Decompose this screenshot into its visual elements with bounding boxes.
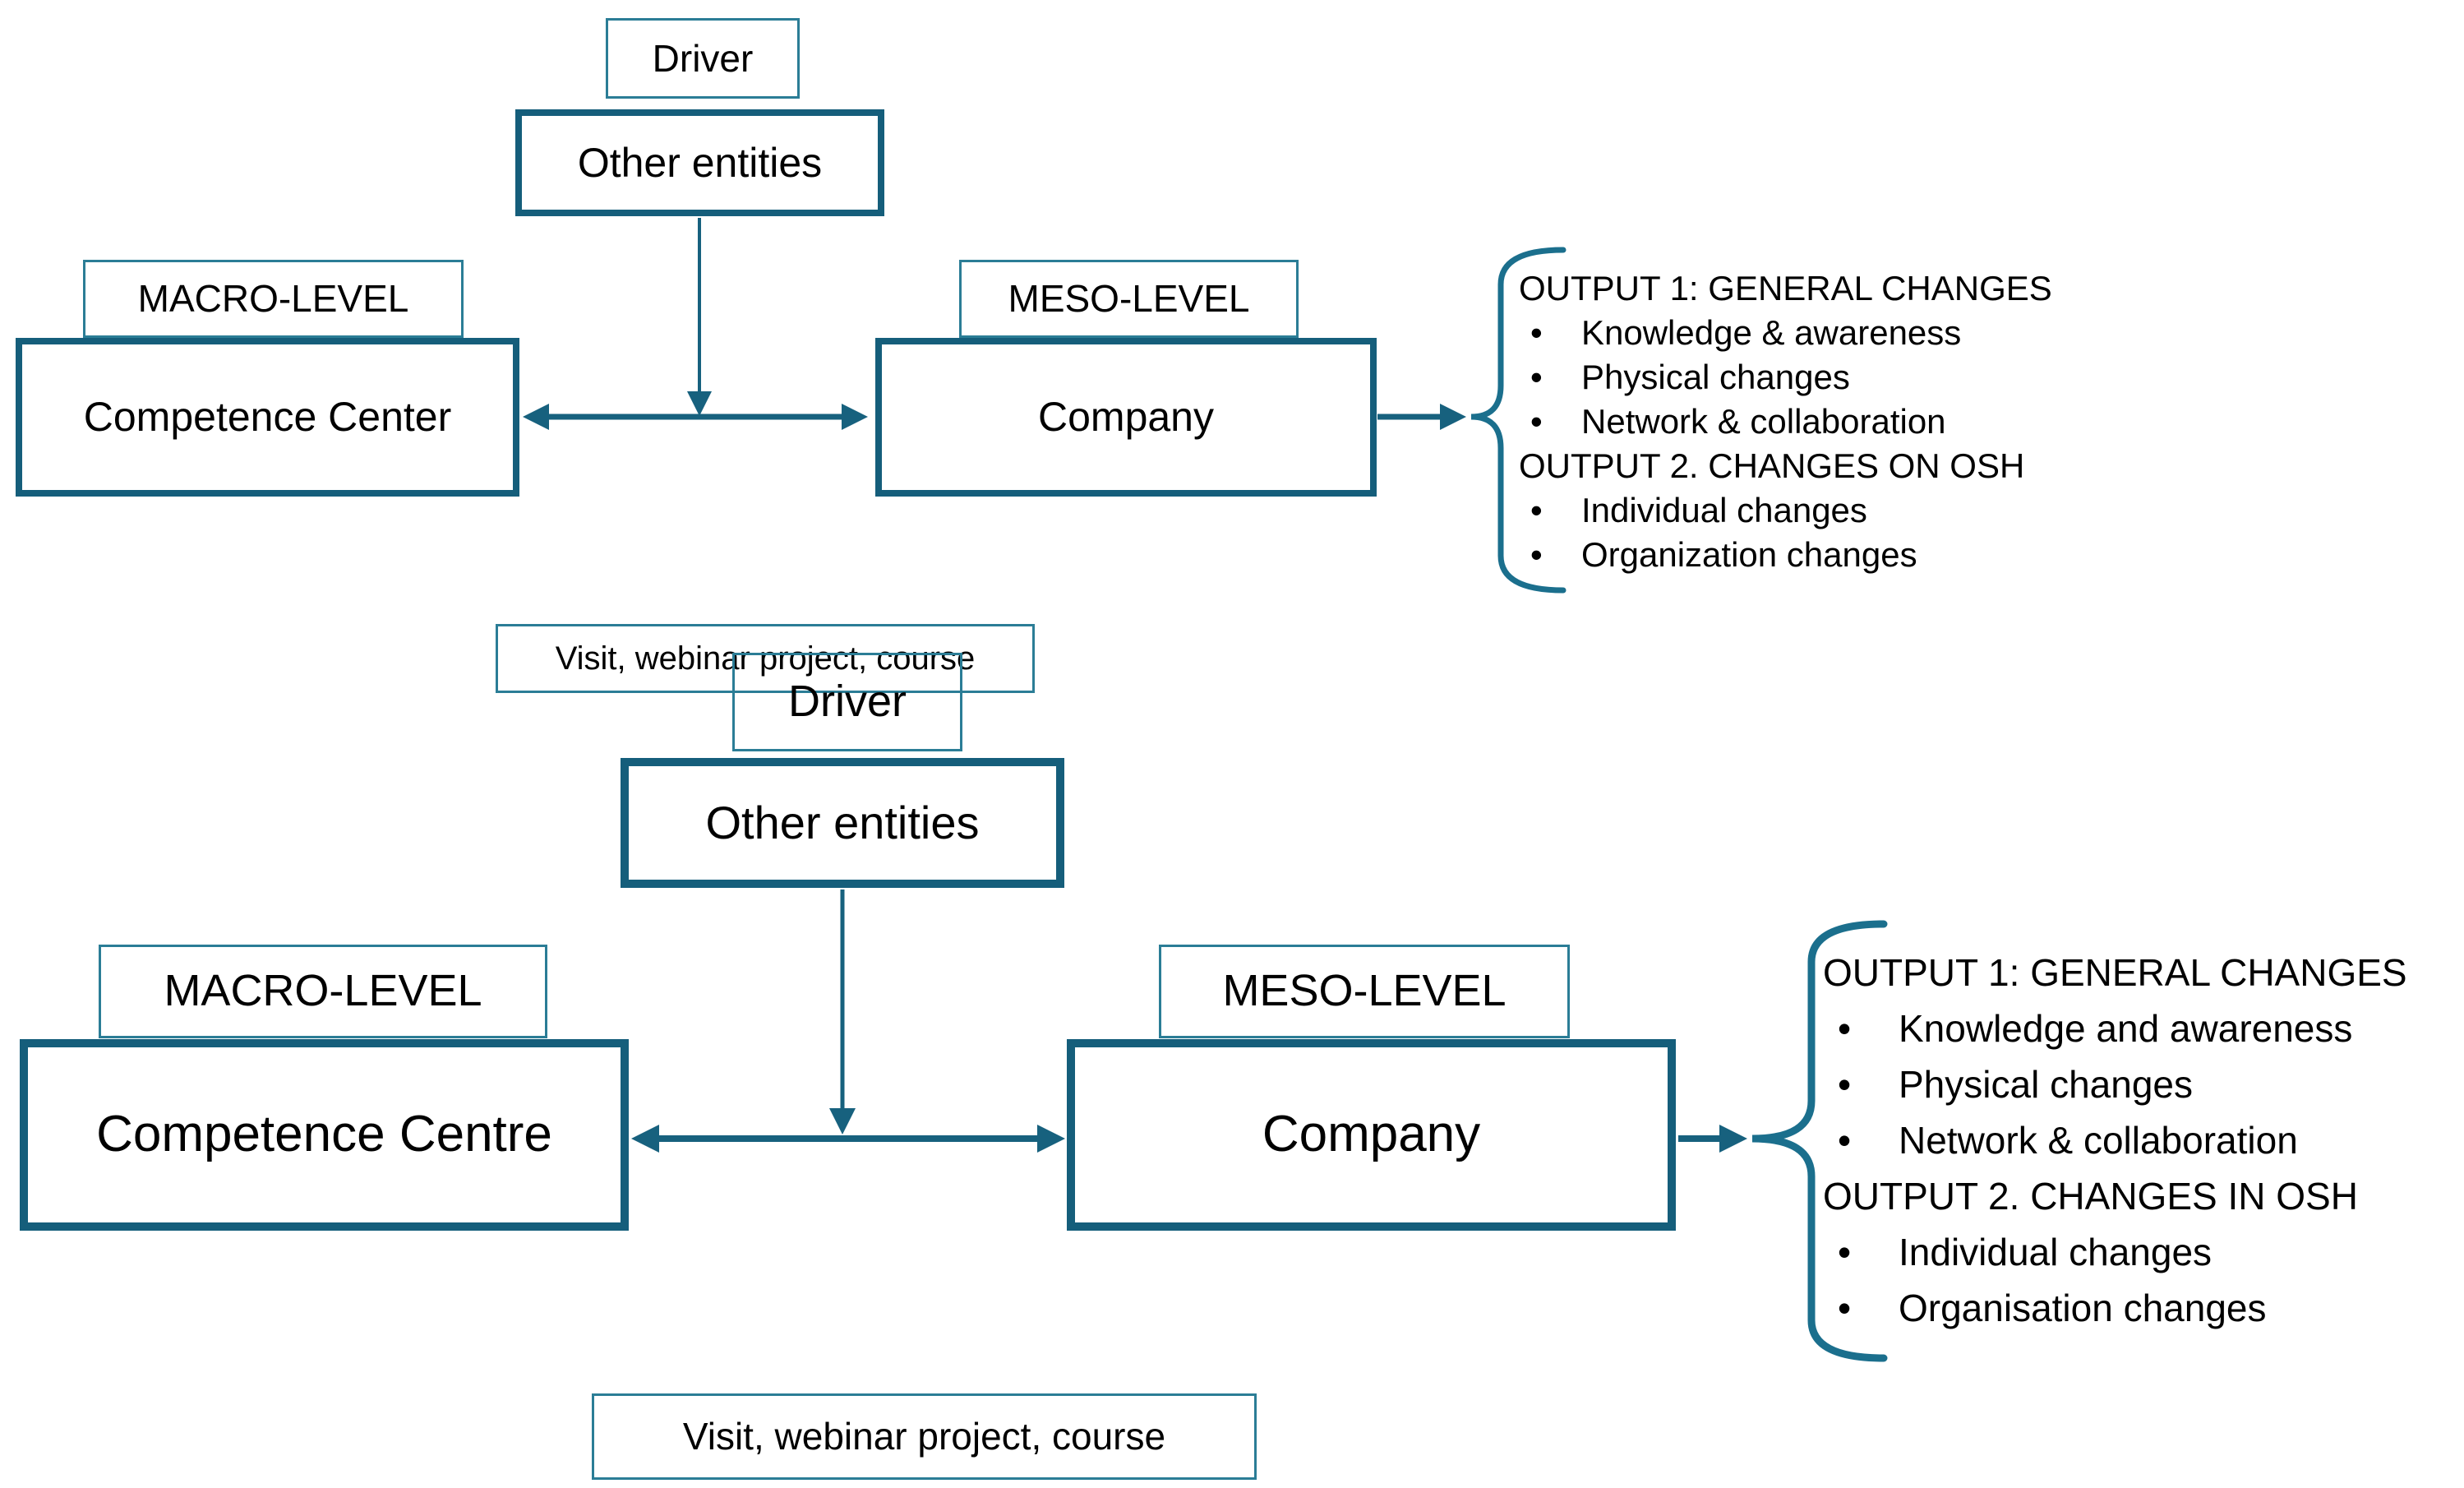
bottom-company-label: Company [1262,1106,1481,1163]
top-down-arrow [687,218,712,416]
top-competence-center-box: Competence Center [16,338,519,497]
top-visit-box: Visit, webinar project, course [496,624,1035,693]
top-company-label: Company [1038,394,1214,440]
bottom-other-entities-label: Other entities [705,797,980,849]
bottom-company-box: Company [1067,1039,1676,1231]
top-output-item: Individual changes [1519,488,2052,533]
top-driver-label: Driver [652,36,754,80]
top-output-item: Knowledge & awareness [1519,311,2052,355]
bottom-driver-box: Driver [732,653,962,751]
bottom-output1-header: OUTPUT 1: GENERAL CHANGES [1823,951,2407,994]
top-visit-label: Visit, webinar project, course [555,640,976,677]
bottom-meso-level-label: MESO-LEVEL [1222,966,1507,1016]
top-meso-level-box: MESO-LEVEL [959,260,1299,338]
bottom-outputs-list: OUTPUT 1: GENERAL CHANGES Knowledge and … [1823,945,2407,1336]
bottom-meso-level-box: MESO-LEVEL [1159,945,1570,1038]
top-meso-level-label: MESO-LEVEL [1008,277,1250,321]
bottom-down-arrow [829,890,856,1134]
top-output-arrow [1377,404,1466,430]
bottom-horizontal-double-arrow [631,1125,1065,1153]
bottom-driver-label: Driver [788,677,907,727]
bottom-macro-level-box: MACRO-LEVEL [99,945,547,1038]
bottom-visit-label: Visit, webinar project, course [682,1415,1166,1458]
bottom-output-item: Organisation changes [1823,1280,2407,1336]
top-other-entities-label: Other entities [577,139,823,186]
top-output-item: Network & collaboration [1519,400,2052,444]
bottom-competence-centre-label: Competence Centre [96,1106,552,1163]
bottom-output-item: Individual changes [1823,1224,2407,1280]
top-output-item: Organization changes [1519,533,2052,577]
top-macro-level-box: MACRO-LEVEL [83,260,464,338]
top-outputs-list: OUTPUT 1: GENERAL CHANGES Knowledge & aw… [1519,266,2052,577]
bottom-other-entities-box: Other entities [621,758,1064,888]
bottom-competence-centre-box: Competence Centre [20,1039,629,1231]
top-horizontal-double-arrow [523,404,868,430]
top-other-entities-box: Other entities [515,109,884,216]
top-output1-header: OUTPUT 1: GENERAL CHANGES [1519,269,2052,307]
top-output-item: Physical changes [1519,355,2052,400]
bottom-output-item: Network & collaboration [1823,1112,2407,1168]
bottom-output-item: Physical changes [1823,1056,2407,1112]
top-driver-box: Driver [606,18,800,99]
top-output2-header: OUTPUT 2. CHANGES ON OSH [1519,446,2025,485]
bottom-output2-header: OUTPUT 2. CHANGES IN OSH [1823,1175,2358,1218]
top-macro-level-label: MACRO-LEVEL [137,277,409,321]
top-competence-center-label: Competence Center [83,394,452,440]
top-company-box: Company [875,338,1377,497]
bottom-output-item: Knowledge and awareness [1823,1000,2407,1056]
bottom-macro-level-label: MACRO-LEVEL [164,966,482,1016]
bottom-visit-box: Visit, webinar project, course [592,1393,1257,1480]
bottom-output-arrow [1678,1125,1747,1153]
